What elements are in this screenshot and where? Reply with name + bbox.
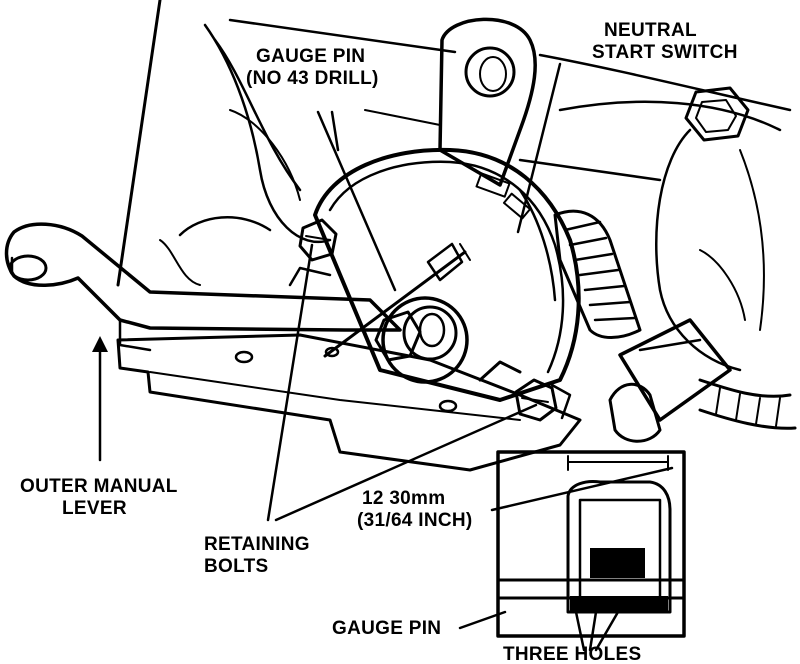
label-neutral: NEUTRAL: [604, 20, 697, 41]
label-dimension-inch: (31/64 INCH): [357, 510, 473, 531]
label-outer-manual: OUTER MANUAL: [20, 476, 178, 497]
label-three-holes: THREE HOLES: [503, 644, 641, 664]
label-lever: LEVER: [62, 498, 127, 519]
label-retaining: RETAINING: [204, 534, 310, 555]
transmission-housing: [116, 0, 792, 372]
label-gauge-pin-bottom: GAUGE PIN: [332, 618, 441, 639]
arrowhead-outer-lever: [92, 336, 108, 352]
label-gauge-pin-top: GAUGE PIN: [256, 46, 365, 67]
leader-lines: [92, 62, 674, 630]
wiring-connector: [553, 209, 797, 443]
hex-bolt-housing: [684, 86, 750, 142]
label-bolts: BOLTS: [204, 556, 268, 577]
labels: GAUGE PIN (NO 43 DRILL) NEUTRAL START SW…: [20, 20, 738, 664]
outer-manual-lever: [4, 222, 402, 352]
inset-detail: [496, 450, 686, 652]
neutral-start-switch: [313, 17, 581, 402]
retaining-bolt-left: [298, 218, 338, 262]
label-start-switch: START SWITCH: [592, 42, 738, 63]
label-dimension-mm: 12 30mm: [362, 488, 445, 509]
label-gauge-pin-drill: (NO 43 DRILL): [246, 68, 379, 89]
retaining-bolt-right: [514, 378, 572, 422]
